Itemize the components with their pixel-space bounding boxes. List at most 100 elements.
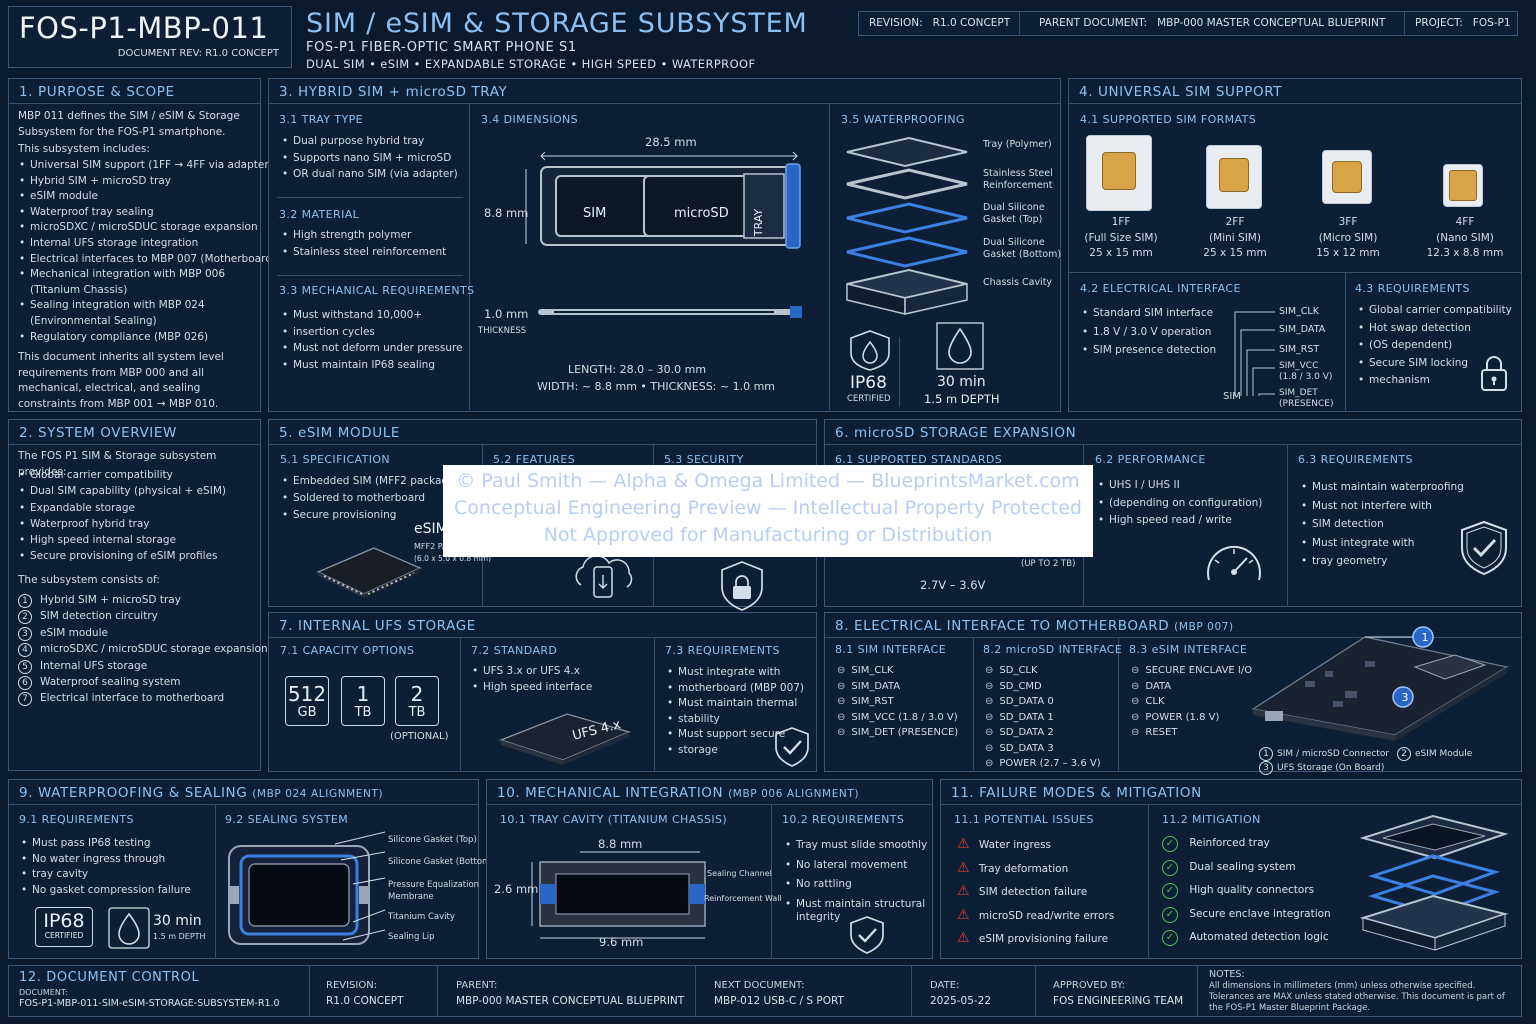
section-title: 1. PURPOSE & SCOPE <box>19 84 175 100</box>
sim-wiring-label: SIM <box>1223 391 1241 402</box>
meta-parent: PARENT DOCUMENT: MBP-000 MASTER CONCEPTU… <box>1039 17 1386 29</box>
esim-chip-sub: MFF2 PA <box>414 542 448 551</box>
copyright-watermark: © Paul Smith — Alpha & Omega Limited — B… <box>443 465 1093 557</box>
field-next-label: NEXT DOCUMENT: <box>714 980 805 991</box>
ufs-chip-icon <box>499 713 631 765</box>
esim-chip-label: eSIM <box>414 521 448 537</box>
section-internal-ufs: 7. INTERNAL UFS STORAGE 7.1 CAPACITY OPT… <box>268 612 817 772</box>
sim-2ff-label: 2FF(Mini SIM)25 x 15 mm <box>1203 216 1267 259</box>
section-hybrid-tray: 3. HYBRID SIM + microSD TRAY 3.1 TRAY TY… <box>268 78 1061 412</box>
check-icon: ✓ <box>1162 859 1178 876</box>
check-icon: ✓ <box>1162 906 1178 923</box>
section-failure-modes: 11. FAILURE MODES & MITIGATION 11.1 POTE… <box>940 779 1522 959</box>
sealing-cross-section <box>228 831 386 945</box>
tray-type-list: Dual purpose hybrid traySupports nano SI… <box>281 133 458 183</box>
water-drop-icon <box>936 322 984 370</box>
tray-summary-2: WIDTH: ~ 8.8 mm • THICKNESS: ~ 1.0 mm <box>537 380 776 393</box>
slot-sim-label: SIM <box>583 206 607 221</box>
slot-tray-label: TRAY <box>752 208 766 237</box>
section-title: 8. ELECTRICAL INTERFACE TO MOTHERBOARD (… <box>835 618 1234 634</box>
mitigation-list: ✓ Reinforced tray ✓ Dual sealing system … <box>1162 836 1331 954</box>
ufs-req-title: 7.3 REQUIREMENTS <box>665 644 780 657</box>
doc-value: FOS-P1-MBP-011-SIM-eSIM-STORAGE-SUBSYSTE… <box>19 998 280 1009</box>
layer-steel: Stainless Steel Reinforcement <box>983 168 1053 191</box>
section-waterproofing-sealing: 9. WATERPROOFING & SEALING (MBP 024 ALIG… <box>8 779 494 959</box>
purpose-list: Universal SIM support (1FF → 4FF via ada… <box>18 158 278 345</box>
ip68-badge: IP68 <box>850 373 887 393</box>
sd-if-title: 8.2 microSD INTERFACE <box>983 643 1123 656</box>
section-title: 3. HYBRID SIM + microSD TRAY <box>279 84 508 100</box>
section-title: 9. WATERPROOFING & SEALING (MBP 024 ALIG… <box>19 785 384 801</box>
section-title: 6. microSD STORAGE EXPANSION <box>835 425 1077 441</box>
dimensions-title: 3.4 DIMENSIONS <box>481 113 579 126</box>
doc-id: FOS-P1-MBP-011 <box>19 11 269 45</box>
check-icon: ✓ <box>1162 883 1178 899</box>
sim-sig-vcc: SIM_VCC (1.8 / 3.0 V) <box>1279 361 1333 382</box>
shield-check-icon <box>850 916 884 954</box>
motherboard-illustration <box>1251 626 1509 741</box>
wp-req-list: Must pass IP68 testingNo water ingress t… <box>20 836 191 898</box>
ip68-certified: CERTIFIED <box>847 394 891 404</box>
esim-security-title: 5.3 SECURITY <box>664 453 744 466</box>
layer-tray: Tray (Polymer) <box>983 139 1052 150</box>
purpose-intro: MBP 011 defines the SIM / eSIM & Storage… <box>18 110 240 138</box>
ufs-capacity-title: 7.1 CAPACITY OPTIONS <box>280 644 415 657</box>
section-title: 7. INTERNAL UFS STORAGE <box>279 618 476 634</box>
sd-req-title: 6.3 REQUIREMENTS <box>1298 453 1413 466</box>
esim-if-list: SECURE ENCLAVE I/ODATACLKPOWER (1.8 V)RE… <box>1131 663 1252 741</box>
page-subtitle: FOS-P1 FIBER-OPTIC SMART PHONE S1 <box>306 40 577 55</box>
sim-sig-clk: SIM_CLK <box>1279 306 1319 317</box>
seal-label-cavity: Titanium Cavity <box>388 912 455 922</box>
tray-exploded-illustration <box>1359 814 1509 951</box>
overview-list: Global carrier compatibilityDual SIM cap… <box>18 467 226 565</box>
field-date-label: DATE: <box>930 980 960 991</box>
notes-label: NOTES: <box>1209 969 1245 980</box>
sim-card-3ff-icon <box>1322 150 1372 204</box>
section-purpose-scope: 1. PURPOSE & SCOPE MBP 011 defines the S… <box>8 78 278 412</box>
seal-label-membrane: Pressure Equalization Membrane <box>388 880 480 902</box>
capacity-optional: (OPTIONAL) <box>390 731 449 742</box>
doc-label: DOCUMENT: <box>19 988 68 997</box>
doc-rev: DOCUMENT REV: R1.0 CONCEPT <box>117 48 279 59</box>
field-parent-label: PARENT: <box>456 980 498 991</box>
shield-drop-icon <box>850 330 890 371</box>
tray-width-dim: 8.8 mm <box>484 206 529 220</box>
cloud-phone-icon <box>575 555 633 598</box>
sim-req-title: 4.3 REQUIREMENTS <box>1355 282 1470 295</box>
sd-if-list: SD_CLKSD_CMDSD_DATA 0SD_DATA 1SD_DATA 2S… <box>985 663 1100 772</box>
sd-capacity-note: (UP TO 2 TB) <box>1021 559 1076 569</box>
section-electrical-interface: 8. ELECTRICAL INTERFACE TO MOTHERBOARD (… <box>824 612 1522 775</box>
field-parent-value: MBP-000 MASTER CONCEPTUAL BLUEPRINT <box>456 995 685 1007</box>
callout-num-1: 1 <box>1421 631 1429 644</box>
sim-card-1ff-icon <box>1086 135 1152 211</box>
sd-voltage: 2.7V – 3.6V <box>920 578 986 592</box>
water-drop-icon <box>108 907 150 949</box>
slot-microsd-label: microSD <box>674 206 729 221</box>
esim-chip-icon <box>316 547 422 598</box>
check-icon: ✓ <box>1162 930 1178 946</box>
mech-req-list: Must withstand 10,000+insertion cycles M… <box>281 307 463 373</box>
ip68-badge: IP68 CERTIFIED <box>35 907 93 947</box>
section-document-control: 12. DOCUMENT CONTROL DOCUMENT: FOS-P1-MB… <box>8 965 1522 1017</box>
mech-int-req-list: Tray must slide smoothlyNo lateral movem… <box>784 836 927 914</box>
section-title: 4. UNIVERSAL SIM SUPPORT <box>1079 84 1283 100</box>
warning-icon: ⚠ <box>957 836 970 852</box>
sim-1ff-label: 1FF(Full Size SIM)25 x 15 mm <box>1084 216 1158 259</box>
tray-top-view <box>525 151 802 318</box>
cavity-side-dim: 2.6 mm <box>494 882 539 896</box>
mech-int-req-cont: integrity <box>796 911 841 923</box>
layer-gasket-top: Dual Silicone Gasket (Top) <box>983 202 1045 225</box>
seal-label-lip: Sealing Lip <box>388 932 435 942</box>
tray-cavity-title: 10.1 TRAY CAVITY (TITANIUM CHASSIS) <box>500 813 728 826</box>
ufs-req-list: Must integrate withmotherboard (MBP 007)… <box>666 665 804 759</box>
field-approved-value: FOS ENGINEERING TEAM <box>1053 995 1184 1007</box>
cavity-label-channel: Sealing Channel <box>707 869 772 878</box>
depth-time: 30 min <box>937 374 986 390</box>
sim-3ff-label: 3FF(Micro SIM)15 x 12 mm <box>1316 216 1380 259</box>
sim-card-2ff-icon <box>1206 145 1262 209</box>
esim-spec-title: 5.1 SPECIFICATION <box>280 453 391 466</box>
section-mechanical-integration: 10. MECHANICAL INTEGRATION (MBP 006 ALIG… <box>486 779 933 959</box>
